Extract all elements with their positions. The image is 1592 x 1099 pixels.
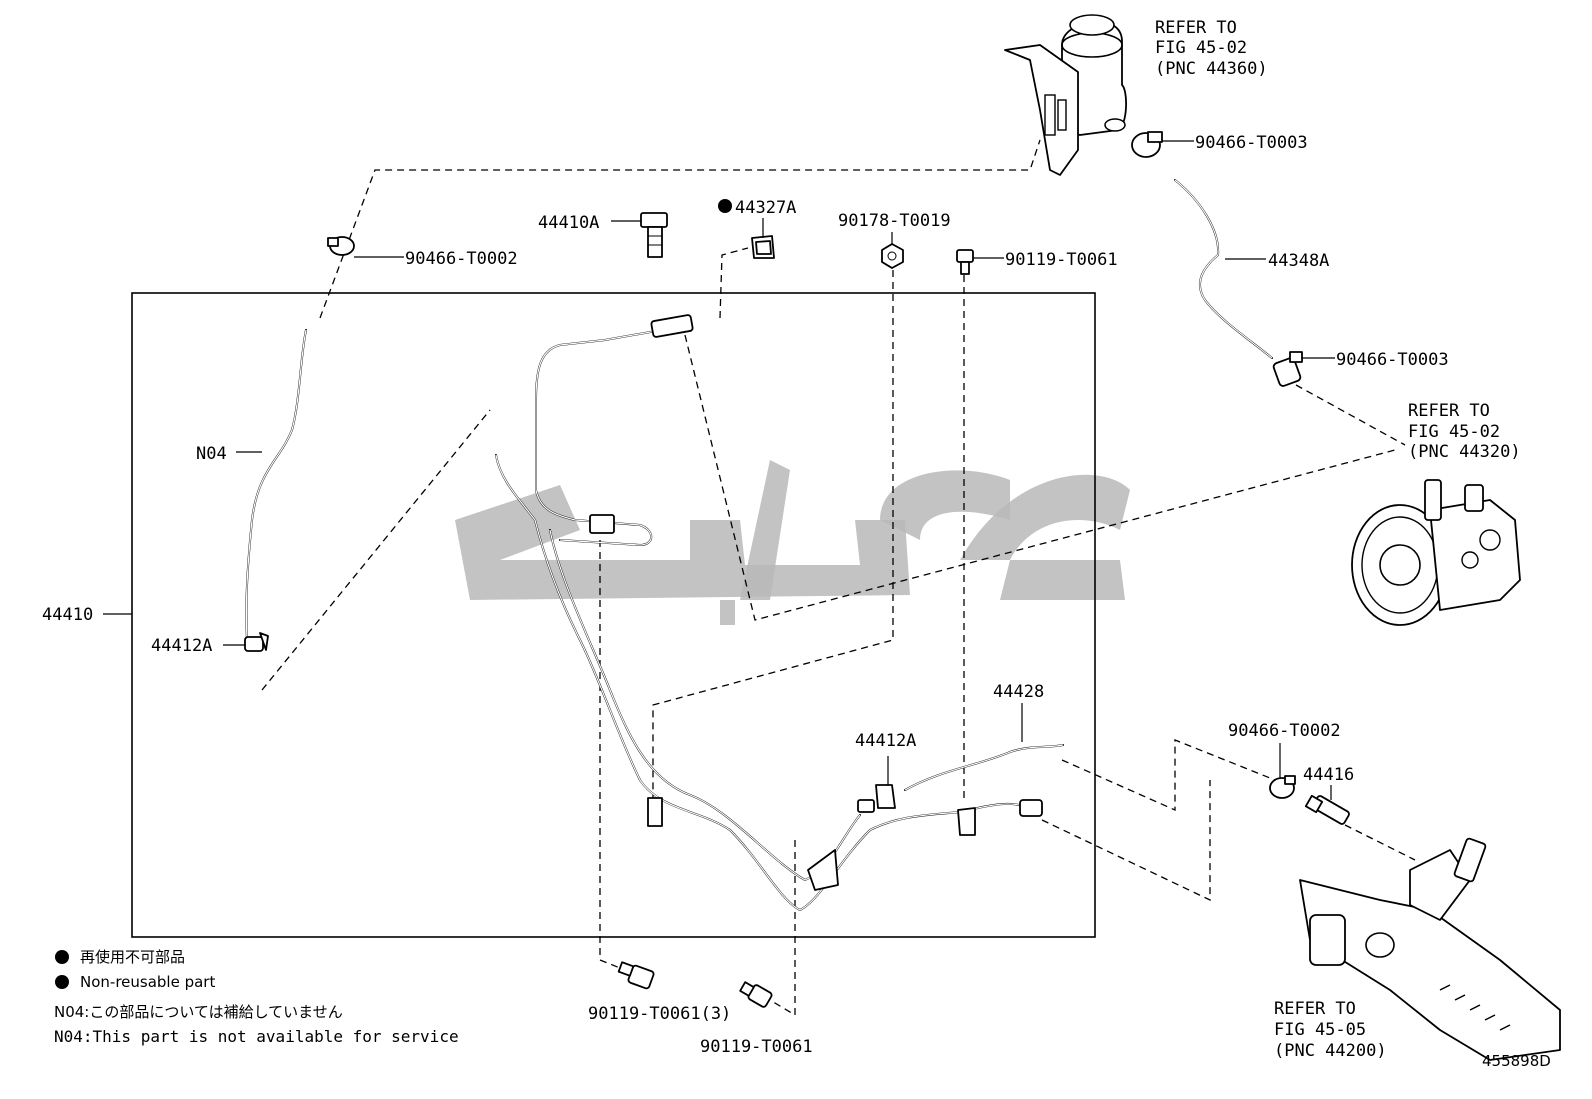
refer-pump: REFER TO FIG 45-02 (PNC 44320): [1408, 401, 1521, 462]
legend-dot-icon: [55, 975, 69, 989]
hose-n04: [245, 329, 307, 641]
legend: 再使用不可部品 Non-reusable part N04:この部品については補…: [54, 948, 459, 1046]
nonreusable-dot-icon: [718, 199, 732, 213]
refer-gear: REFER TO FIG 45-05 (PNC 44200): [1274, 999, 1387, 1061]
svg-text:(PNC 44200): (PNC 44200): [1274, 1041, 1387, 1061]
label-44412a-mid: 44412A: [855, 731, 916, 751]
label-44428: 44428: [993, 682, 1044, 702]
guide-lines: [261, 139, 1416, 1017]
svg-text:(PNC 44320): (PNC 44320): [1408, 442, 1521, 462]
label-90466-t0002-right: 90466-T0002: [1228, 721, 1341, 741]
svg-text:REFER TO: REFER TO: [1274, 999, 1356, 1019]
svg-text:FIG 45-05: FIG 45-05: [1274, 1020, 1366, 1040]
steering-gear: [1299, 837, 1561, 1061]
legend-dot-icon: [55, 950, 69, 964]
legend-n04-en: N04:This part is not available for servi…: [54, 1027, 459, 1046]
clamp-90466-t0002-left: [327, 236, 355, 256]
legend-n04-jp: N04:この部品については補給していません: [54, 1003, 343, 1021]
label-90466-t0003-mid: 90466-T0003: [1336, 350, 1449, 370]
clamp-90466-t0003-top: [1131, 131, 1163, 158]
label-90466-t0002-left: 90466-T0002: [405, 249, 518, 269]
label-44410a: 44410A: [538, 213, 599, 233]
nut-90178-t0019: [881, 243, 904, 269]
watermark-logo: [455, 460, 1130, 625]
label-90178-t0019: 90178-T0019: [838, 211, 951, 231]
svg-text:(PNC 44360): (PNC 44360): [1155, 59, 1268, 79]
label-44348a: 44348A: [1268, 251, 1329, 271]
svg-text:REFER TO: REFER TO: [1155, 18, 1237, 38]
legend-nonreusable-jp: 再使用不可部品: [80, 948, 185, 966]
clamp-90466-t0002-right: [1269, 775, 1296, 799]
legend-nonreusable-en: Non-reusable part: [80, 973, 215, 991]
svg-text:FIG 45-02: FIG 45-02: [1408, 422, 1500, 442]
hose-44428: [904, 744, 1064, 791]
svg-text:REFER TO: REFER TO: [1408, 401, 1490, 421]
clamp-44412a-left: [244, 632, 269, 652]
bolt-90119-t0061-bottom: [739, 981, 773, 1008]
svg-text:FIG 45-02: FIG 45-02: [1155, 38, 1247, 58]
label-90119-t0061-bottom-3: 90119-T0061(3): [588, 1004, 731, 1024]
reservoir-assembly: [1004, 14, 1127, 176]
refer-reservoir: REFER TO FIG 45-02 (PNC 44360): [1155, 18, 1268, 79]
pressure-tube-44410: [495, 314, 1043, 911]
clamp-90466-t0003-mid: [1272, 351, 1303, 387]
label-44327a: 44327A: [735, 198, 796, 218]
label-44410: 44410: [42, 605, 93, 625]
bolt-90119-t0061-bottom-3: [617, 961, 655, 990]
assembly-frame: [131, 292, 1096, 938]
label-90119-t0061-top: 90119-T0061: [1005, 250, 1118, 270]
label-44412a-left: 44412A: [151, 636, 212, 656]
leader-lines: [103, 140, 1335, 800]
union-44416: [1304, 794, 1350, 825]
part-labels: N04 44410 44412A 44410A 44327A 90178-T00…: [42, 133, 1449, 1057]
label-90119-t0061-bottom: 90119-T0061: [700, 1037, 813, 1057]
gasket-44327a: [751, 235, 775, 259]
diagram-id: 455898D: [1482, 1052, 1551, 1070]
label-n04: N04: [196, 444, 227, 464]
bolt-90119-t0061-top: [956, 249, 974, 275]
clamp-44412a-mid: [875, 784, 896, 809]
hose-44348a: [1174, 179, 1273, 359]
union-bolt-44410a: [640, 212, 668, 258]
label-44416: 44416: [1303, 765, 1354, 785]
power-steering-pump: [1351, 479, 1521, 626]
label-90466-t0003-top: 90466-T0003: [1195, 133, 1308, 153]
